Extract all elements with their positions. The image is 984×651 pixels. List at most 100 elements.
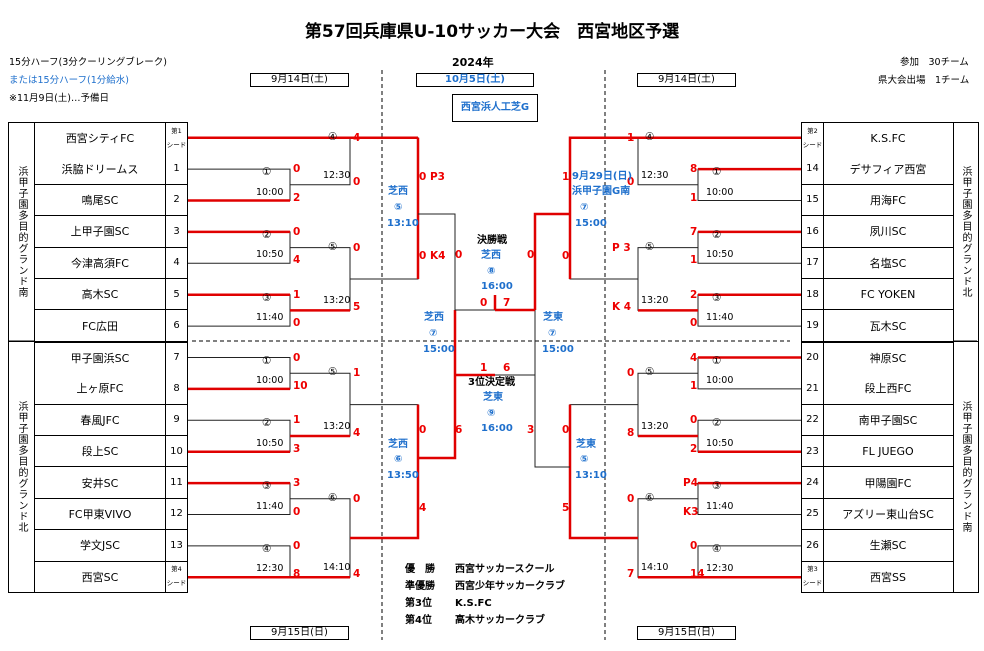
field-label: 芝東 bbox=[483, 392, 503, 403]
team-number: 17 bbox=[801, 247, 824, 279]
match-time: 16:00 bbox=[481, 423, 513, 434]
match-time: 11:40 bbox=[256, 312, 284, 324]
match-time: 10:50 bbox=[706, 249, 734, 261]
score: 4 bbox=[353, 131, 361, 144]
score: 8 bbox=[690, 163, 698, 176]
team-number: 13 bbox=[165, 530, 188, 562]
qf-winner bbox=[568, 404, 638, 540]
result-rank: 第4位 bbox=[405, 615, 432, 626]
score: 7 bbox=[627, 568, 635, 581]
match-number: ③ bbox=[712, 291, 722, 304]
match-time: 10:50 bbox=[706, 437, 734, 449]
score: 0 bbox=[562, 250, 570, 262]
score: 4 bbox=[293, 254, 301, 267]
score: 1 bbox=[690, 254, 698, 267]
team-number: 26 bbox=[801, 530, 824, 562]
score: 0 bbox=[419, 424, 427, 436]
score: 5 bbox=[562, 502, 570, 514]
score: K 4 bbox=[612, 301, 632, 314]
team-number: 9 bbox=[165, 404, 188, 436]
match-time: 10:50 bbox=[256, 249, 284, 261]
match-number: ⑦ bbox=[580, 202, 589, 213]
score: 0 bbox=[562, 424, 570, 436]
score: 0 bbox=[353, 492, 361, 505]
qf-line bbox=[350, 137, 419, 280]
match-date: 9月29日(日) bbox=[572, 171, 633, 182]
match-number: ⑥ bbox=[645, 491, 655, 504]
match-number: ③ bbox=[262, 480, 272, 493]
score: 2 bbox=[690, 442, 698, 455]
match-time: 10:00 bbox=[706, 186, 734, 198]
team-name: FL JUEGO bbox=[822, 436, 954, 468]
team-name: 南甲子園SC bbox=[822, 404, 954, 436]
score: 1 bbox=[690, 191, 698, 204]
match-number: ① bbox=[712, 354, 722, 367]
team-name: FC YOKEN bbox=[822, 279, 954, 311]
rule-note-2: または15分ハーフ(1分給水) bbox=[9, 75, 129, 86]
score: 0 bbox=[293, 225, 301, 238]
match-number: ⑨ bbox=[487, 408, 496, 419]
score: 3 bbox=[293, 477, 301, 490]
field-label: 芝西 bbox=[481, 250, 501, 261]
team-number: 18 bbox=[801, 279, 824, 311]
team-name: 瓦木SC bbox=[822, 310, 954, 342]
score: 0 bbox=[293, 505, 301, 518]
match-number: ③ bbox=[712, 480, 722, 493]
score: 0 bbox=[353, 175, 361, 188]
score: 4 bbox=[353, 568, 361, 581]
team-number: 16 bbox=[801, 216, 824, 248]
score: 6 bbox=[455, 424, 463, 436]
match-time: 13:50 bbox=[387, 470, 419, 481]
score: P 3 bbox=[612, 241, 631, 254]
score: 0 bbox=[293, 539, 301, 552]
match-number: ② bbox=[262, 228, 272, 241]
score: 0 bbox=[353, 241, 361, 254]
match-time: 16:00 bbox=[481, 281, 513, 292]
team-number: 14 bbox=[801, 153, 824, 185]
match-time: 13:20 bbox=[641, 295, 669, 307]
score: 1 bbox=[293, 414, 301, 427]
score: 4 bbox=[419, 502, 427, 514]
match-time: 15:00 bbox=[542, 344, 574, 355]
team-name: 生瀬SC bbox=[822, 530, 954, 562]
team-number: 4 bbox=[165, 247, 188, 279]
score: 4 bbox=[353, 427, 361, 439]
team-name: デサフィア西宮 bbox=[822, 153, 954, 185]
score: 0 bbox=[293, 163, 301, 176]
team-number: 19 bbox=[801, 310, 824, 342]
date-sep15-right: 9月15日(日) bbox=[637, 626, 736, 640]
match-number: ⑤ bbox=[645, 240, 655, 253]
team-name: K.S.FC bbox=[822, 122, 954, 155]
score: 0 bbox=[527, 249, 535, 261]
score: 0 bbox=[690, 539, 698, 552]
match-time: 13:20 bbox=[323, 295, 351, 307]
match-number: ② bbox=[712, 417, 722, 430]
match-number: ④ bbox=[328, 130, 338, 143]
match-number: ⑤ bbox=[645, 366, 655, 379]
team-name: 春風JFC bbox=[34, 404, 166, 436]
year-label: 2024年 bbox=[452, 56, 494, 69]
match-time: 10:50 bbox=[256, 437, 284, 449]
team-number: 1 bbox=[165, 153, 188, 185]
team-name: 上ヶ原FC bbox=[34, 373, 166, 405]
team-number: 21 bbox=[801, 373, 824, 405]
match-time: 10:00 bbox=[256, 186, 284, 198]
match-number: ④ bbox=[645, 130, 655, 143]
result-team: 高木サッカークラブ bbox=[455, 615, 545, 626]
team-number: 22 bbox=[801, 404, 824, 436]
score: 0 bbox=[627, 492, 635, 505]
team-name: FC甲東VIVO bbox=[34, 498, 166, 531]
page-title: 第57回兵庫県U-10サッカー大会 西宮地区予選 bbox=[304, 22, 680, 42]
score: 6 bbox=[503, 362, 511, 374]
team-name: 学文JSC bbox=[34, 530, 166, 562]
match-time: 10:00 bbox=[256, 374, 284, 386]
score: K3 bbox=[683, 505, 699, 518]
match-number: ⑥ bbox=[328, 491, 338, 504]
match-number: ⑧ bbox=[487, 266, 496, 277]
team-name: 上甲子園SC bbox=[34, 216, 166, 248]
score: 4 bbox=[690, 351, 698, 364]
match-number: ② bbox=[262, 417, 272, 430]
